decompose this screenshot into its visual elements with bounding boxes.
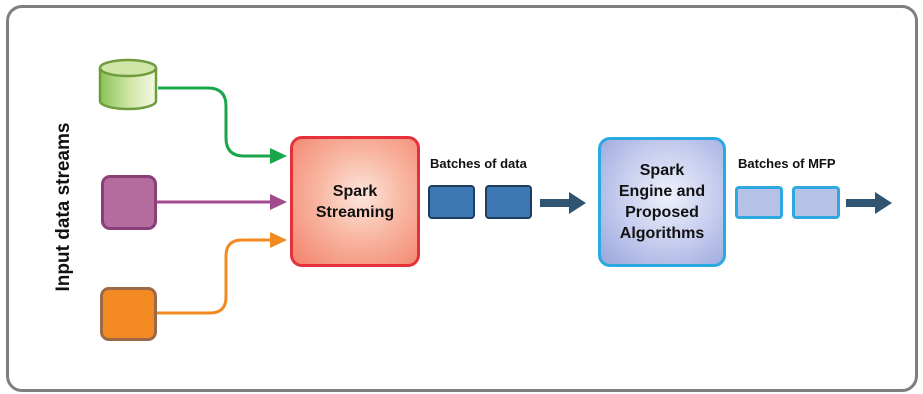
spark-engine-box: Spark Engine and Proposed Algorithms [598,137,726,267]
green-arrowhead [270,148,287,164]
orange-source-box [100,287,157,341]
batches-of-mfp-caption: Batches of MFP [738,156,836,171]
database-cylinder-icon [98,58,158,111]
orange-connector [157,238,270,315]
batches-of-data-caption: Batches of data [430,156,527,171]
data-batch-block-2 [485,185,532,219]
batches-arrow-head [569,192,586,214]
purple-arrowhead [270,194,287,210]
orange-arrowhead [270,232,287,248]
purple-source-box [101,175,157,230]
spark-streaming-label: Spark Streaming [315,182,395,221]
mfp-arrow-shaft [846,199,876,207]
batches-arrow-shaft [540,199,570,207]
mfp-batch-block-2 [792,186,840,219]
mfp-batch-block-1 [735,186,783,219]
spark-streaming-box: Spark Streaming [290,136,420,267]
spark-engine-label: Spark Engine and Proposed Algorithms [618,162,706,242]
input-data-streams-label: Input data streams [53,122,74,292]
green-connector [158,86,270,158]
data-batch-block-1 [428,185,475,219]
mfp-arrow-head [875,192,892,214]
